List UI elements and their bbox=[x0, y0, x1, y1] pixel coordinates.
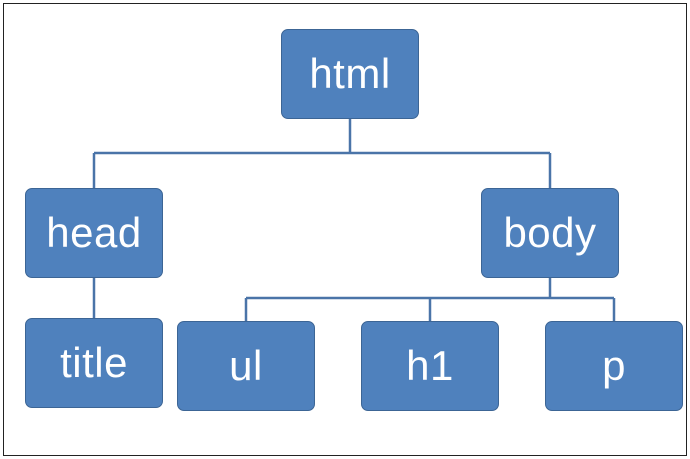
node-h1: h1 bbox=[361, 321, 499, 411]
node-body: body bbox=[481, 188, 619, 278]
node-title: title bbox=[25, 318, 163, 408]
node-head: head bbox=[25, 188, 163, 278]
node-ul: ul bbox=[177, 321, 315, 411]
node-p: p bbox=[545, 321, 683, 411]
node-html: html bbox=[281, 29, 419, 119]
